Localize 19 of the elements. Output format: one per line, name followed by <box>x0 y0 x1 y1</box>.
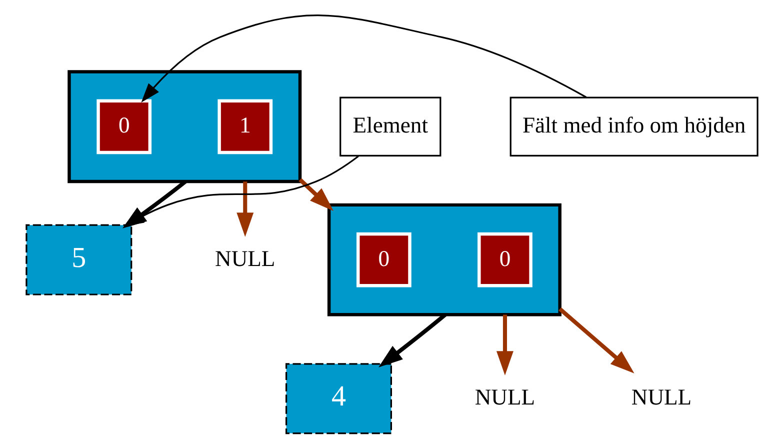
arrow <box>140 14 586 102</box>
node-box: 0 <box>356 232 411 288</box>
node-text: NULL <box>214 246 275 271</box>
node-text: NULL <box>474 384 535 410</box>
node-box: 4 <box>284 363 392 434</box>
node-box: 1 <box>217 99 272 154</box>
node-text: NULL <box>630 384 692 410</box>
node-box: 0 <box>477 232 532 288</box>
arrow <box>236 182 254 237</box>
arrow <box>558 307 634 374</box>
arrow <box>378 313 446 368</box>
cluster <box>67 70 302 184</box>
node-box: Element <box>339 96 441 157</box>
arrow <box>298 178 334 211</box>
node-box: 0 <box>96 99 152 154</box>
arrow <box>496 314 513 376</box>
node-box: Fält med info om höjden <box>509 96 758 157</box>
cluster <box>326 203 561 316</box>
node-box: 5 <box>25 224 132 296</box>
